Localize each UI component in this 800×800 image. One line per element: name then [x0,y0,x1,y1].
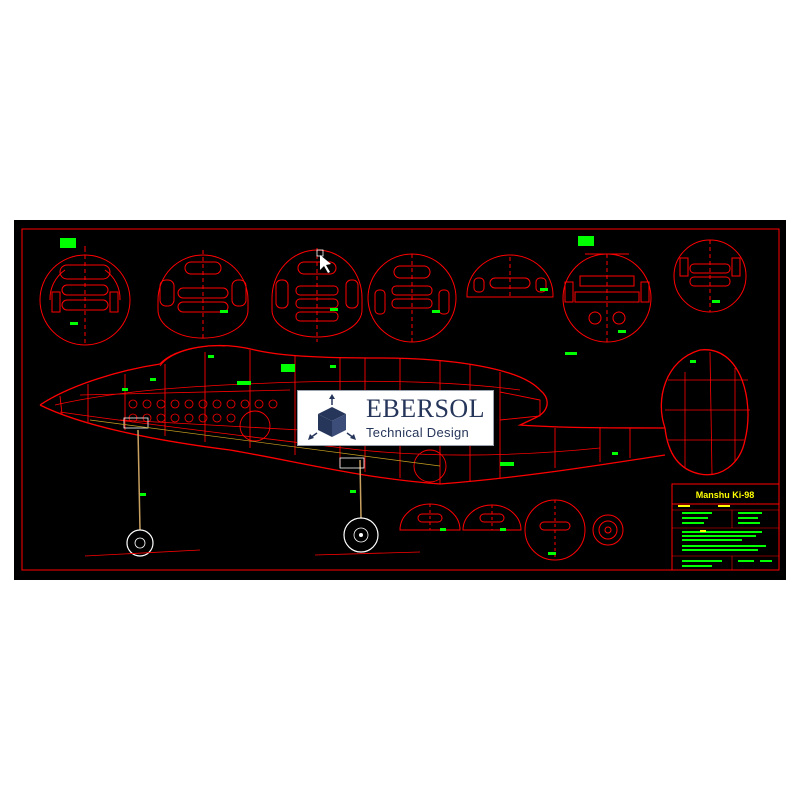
cursor-marker [316,249,331,273]
title-block: Manshu Ki-98 [671,483,780,571]
rear-wheel [126,529,154,557]
drawing-frame [21,228,780,571]
drawing-title: Manshu Ki-98 [696,490,755,500]
part-labels [60,236,720,555]
thrust-line [89,419,441,467]
watermark-logo: EBERSOL Technical Design [297,390,494,446]
front-wheel [343,517,379,553]
cross-section-6 [562,253,652,343]
cross-section-5 [466,254,554,298]
cube-with-arrows-icon [308,394,356,440]
cross-section-1 [39,246,131,346]
cross-section-4 [367,253,457,343]
brand-name: EBERSOL [366,394,486,423]
cross-sections-top [39,239,747,346]
cross-section-3 [271,248,363,342]
cross-section-7 [673,239,747,313]
cross-section-2 [157,250,249,340]
cross-sections-bottom [399,499,624,561]
landing-gear [84,417,421,557]
brand-tagline: Technical Design [366,425,470,440]
